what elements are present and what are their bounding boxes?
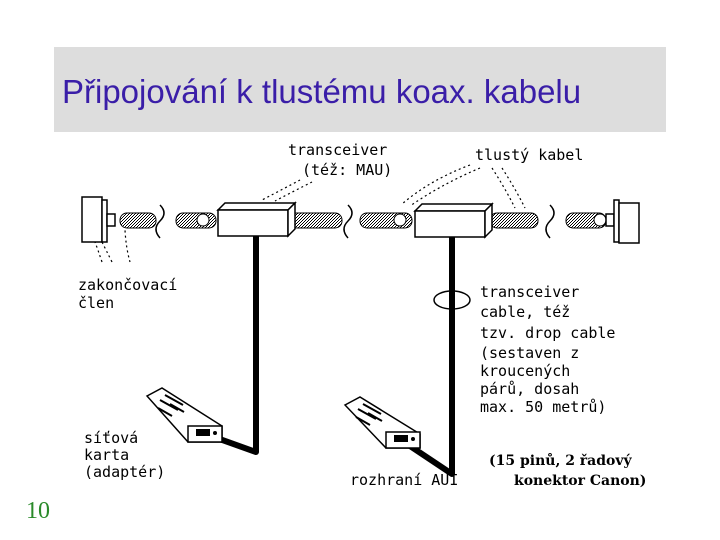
label-aui-note-2: konektor Canon) [514,473,646,489]
label-nic-3: (adaptér) [84,463,165,481]
label-tcable-3: tzv. drop cable [480,324,615,342]
nic-card-left [145,387,223,443]
label-thick-cable: tlustý kabel [475,146,583,164]
label-terminator-1: zakončovací [78,276,177,294]
pointer-lines [94,164,526,263]
terminator-right [605,199,640,244]
label-terminator-2: člen [78,294,114,312]
thick-cable [119,204,607,239]
label-transceiver-alt: (též: MAU) [302,161,392,179]
label-transceiver: transceiver [288,141,387,159]
label-tcable-5: kroucených [480,362,570,380]
label-nic-2: karta [84,446,129,464]
label-aui: rozhraní AUI [350,471,458,489]
label-nic-1: síťová [84,429,138,447]
terminator-left [81,196,116,243]
transceiver-right [413,202,494,239]
label-tcable-7: max. 50 metrů) [480,398,606,416]
label-tcable-2: cable, též [480,303,570,321]
title-band: Připojování k tlustému koax. kabelu [54,47,666,132]
slide-number: 10 [26,498,50,524]
label-tcable-4: (sestaven z [480,344,579,362]
label-tcable-6: párů, dosah [480,380,579,398]
slide-title: Připojování k tlustému koax. kabelu [62,73,582,110]
label-tcable-1: transceiver [480,283,579,301]
label-aui-note-1: (15 pinů, 2 řadový [489,452,633,469]
transceiver-left [216,201,297,238]
drop-cables [198,236,471,477]
nic-card-right [343,396,421,449]
